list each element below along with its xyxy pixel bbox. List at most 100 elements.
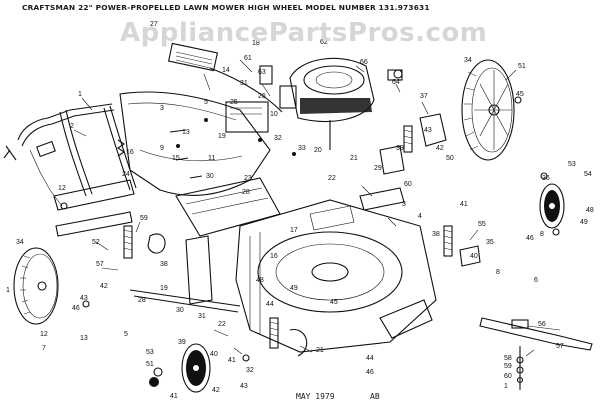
callout-label: 58: [504, 355, 512, 362]
callout-numbers: 27 18 61 63 31 26 5 14 25 1 2 3 13 9 15 …: [6, 21, 594, 400]
callout-label: 22: [328, 175, 336, 182]
callout-label: 38: [160, 261, 168, 268]
blade-assembly: [479, 317, 593, 390]
callout-label: 8: [540, 231, 544, 238]
callout-label: 12: [58, 185, 66, 192]
callout-label: 1: [6, 287, 10, 294]
callout-label: 19: [160, 285, 168, 292]
callout-label: 40: [210, 351, 218, 358]
callout-label: 60: [504, 373, 512, 380]
height-adjuster-front-right: [443, 225, 453, 257]
height-adjuster-rear-right: [403, 125, 413, 153]
handle-assembly: [3, 103, 137, 210]
callout-label: 24: [122, 171, 130, 178]
callout-label: 48: [256, 277, 264, 284]
wheel-rear-left: [13, 247, 59, 325]
callout-label: 1: [504, 383, 508, 390]
upper-handle: [17, 103, 113, 141]
callout-label: 2: [70, 123, 74, 130]
wheel-front-right: [539, 183, 565, 229]
callout-label: 46: [72, 305, 80, 312]
callout-label: 42: [212, 387, 220, 394]
callout-label: 27: [150, 21, 158, 28]
callout-label: 31: [198, 313, 206, 320]
rear-panel: [119, 91, 271, 196]
callout-label: 46: [366, 369, 374, 376]
callout-label: 8: [496, 269, 500, 276]
callout-label: 43: [424, 127, 432, 134]
blade-adapter-opening: [311, 262, 349, 282]
deck-chamber: [257, 231, 403, 313]
callout-label: 25: [230, 99, 238, 106]
height-adjuster-front-left: [269, 317, 279, 349]
handle-spring: [117, 139, 125, 157]
footer-code: AB: [370, 392, 380, 401]
callout-label: 31: [240, 80, 248, 87]
callout-label: 59: [140, 215, 148, 222]
callout-label: 53: [146, 349, 154, 356]
callout-label: 44: [266, 301, 274, 308]
wheel-rear-right: [461, 59, 515, 161]
callout-label: 13: [182, 129, 190, 136]
callout-label: 13: [80, 335, 88, 342]
rear-baffle: [53, 177, 281, 305]
callout-label: 42: [436, 145, 444, 152]
callout-label: 23: [244, 175, 252, 182]
callout-label: 15: [172, 155, 180, 162]
callout-label: 1: [78, 91, 82, 98]
callout-label: 53: [568, 161, 576, 168]
engine-housing: [289, 57, 375, 122]
callout-label: 4: [418, 213, 422, 220]
callout-label: 33: [298, 145, 306, 152]
side-bracket: [185, 235, 213, 305]
callout-label: 40: [470, 253, 478, 260]
callout-label: 7: [42, 345, 46, 352]
callout-label: 50: [446, 155, 454, 162]
callout-label: 62: [320, 39, 328, 46]
callout-label: 19: [218, 133, 226, 140]
rear-trim-shield: [167, 42, 219, 72]
callout-label: 14: [222, 67, 230, 74]
callout-label: 10: [270, 111, 278, 118]
callout-label: 37: [420, 93, 428, 100]
callout-label: 64: [392, 79, 400, 86]
callout-label: 45: [516, 91, 524, 98]
drive-belt-cover: [309, 205, 355, 231]
callout-label: 39: [178, 339, 186, 346]
callout-label: 34: [464, 57, 472, 64]
callout-label: 43: [240, 383, 248, 390]
callout-label: 42: [100, 283, 108, 290]
callout-label: 12: [40, 331, 48, 338]
callout-label: 5: [204, 99, 208, 106]
callout-label: 57: [556, 343, 564, 350]
callout-label: 36: [542, 175, 550, 182]
cutting-blade: [479, 317, 593, 351]
callout-label: 61: [244, 55, 252, 62]
callout-label: 54: [584, 171, 592, 178]
callout-label: 20: [314, 147, 322, 154]
callout-label: 32: [274, 135, 282, 142]
callout-label: 41: [460, 201, 468, 208]
callout-label: 21: [316, 347, 324, 354]
callout-label: 48: [586, 207, 594, 214]
callout-label: 22: [218, 321, 226, 328]
air-cleaner: [259, 65, 273, 85]
rear-pivot-bracket: [419, 113, 447, 147]
grass-bag-frame: [119, 42, 283, 196]
leader-lines: [73, 59, 561, 357]
callout-label: 45: [330, 299, 338, 306]
callout-label: 16: [126, 149, 134, 156]
throttle-control-cable: [209, 67, 283, 113]
muffler: [279, 85, 297, 109]
callout-label: 3: [402, 201, 406, 208]
callout-label: 43: [80, 295, 88, 302]
axle-bracket-right: [379, 145, 405, 175]
callout-label: 57: [96, 261, 104, 268]
callout-label: 30: [176, 307, 184, 314]
callout-label: 59: [504, 363, 512, 370]
callout-label: 46: [526, 235, 534, 242]
callout-label: 30: [206, 173, 214, 180]
wheel-front-left: [181, 343, 211, 393]
